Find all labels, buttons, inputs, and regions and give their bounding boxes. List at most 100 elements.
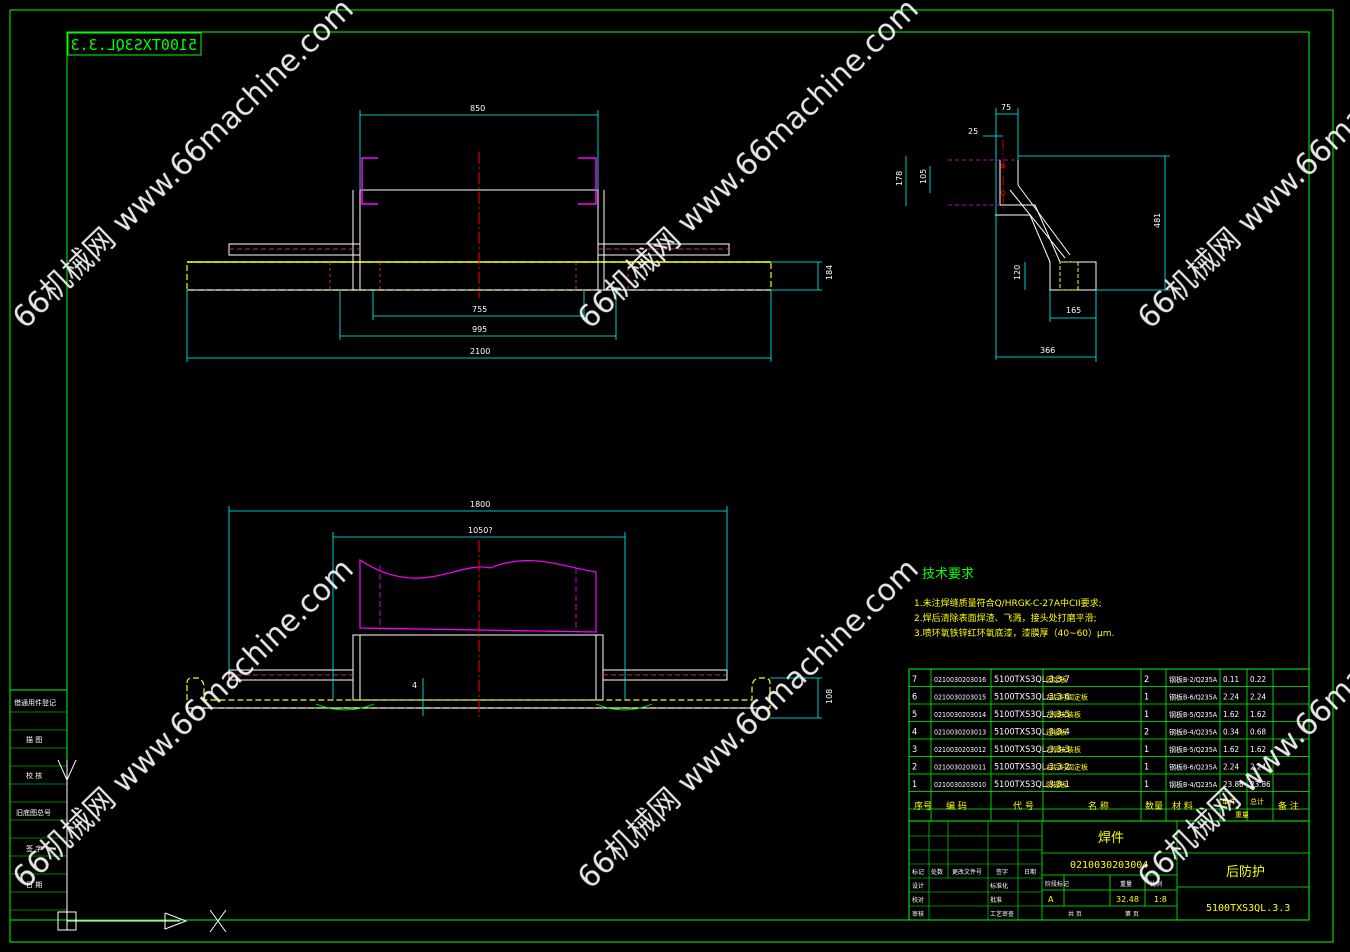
dim-2100: 2100 (470, 347, 490, 356)
bom-h-name: 名 称 (1088, 800, 1109, 812)
inner-border (66, 31, 1310, 921)
tb-scale: 1:8 (1154, 895, 1167, 904)
bom-cell-qty: 1 (1144, 710, 1149, 720)
watermark-2: 66机械网 www.66machine.com (571, 0, 925, 336)
bom-cell-unit: 2.24 (1223, 693, 1239, 702)
bom-cell-unit: 2.24 (1223, 763, 1239, 772)
front-view: 850 755 995 2100 184 (186, 104, 834, 362)
bom-cell-no: 7 (912, 675, 917, 685)
bom-cell-name: 防撞板 (1046, 780, 1067, 789)
bom-cell-material: 钢板B-4/Q235A (1169, 780, 1218, 789)
bom-cell-drawing: 5100TXS3QL.3.3-4 (994, 728, 1070, 738)
watermark-6: 66机械网 www.66machine.com (1131, 552, 1350, 896)
bom-cell-unit: 0.11 (1223, 675, 1239, 684)
watermark-4: 66机械网 www.66machine.com (6, 552, 360, 896)
bom-cell-material: 钢板B-6/Q235A (1169, 693, 1218, 702)
bom-cell-drawing: 5100TXS3QL.3.3-6 (994, 693, 1070, 703)
bom-cell-unit: 1.62 (1223, 710, 1239, 719)
tb-review: 审核 (912, 910, 924, 918)
bom-h-weight: 重量 (1235, 811, 1249, 819)
outer-border (9, 9, 1334, 943)
side-label-1: 借通用件登记 (14, 698, 56, 707)
tech-requirements: 技术要求 1.未注焊缝质量符合Q/HRGK-C-27A中CII要求; 2.焊后清… (914, 567, 1114, 639)
tb-check: 校对 (912, 896, 924, 904)
right-arm (597, 243, 730, 256)
tb-mark: 标记 (912, 868, 924, 876)
bom-cell-total: 2.24 (1250, 763, 1266, 772)
bom-cell-unit: 1.62 (1223, 745, 1239, 754)
bom-cell-qty: 2 (1144, 728, 1149, 738)
dim-105: 105 (919, 169, 928, 184)
dim-755: 755 (472, 305, 487, 314)
tb-stage: A (1048, 895, 1054, 904)
side-label-6: 日 期 (26, 881, 42, 889)
bom-cell-total: 0.22 (1250, 675, 1266, 684)
dim-1050: 1050? (468, 526, 493, 535)
tech-req-line-3: 3.喷环氧铁锌红环氧底漆，漆膜厚（40~60）μm. (914, 627, 1114, 639)
bom-cell-drawing: 5100TXS3QL.3.3-7 (994, 675, 1070, 685)
dim-4: 4 (412, 681, 417, 690)
tb-doc: 更改文件号 (952, 868, 982, 876)
bom-cell-material: 钢板B-4/Q235A (1169, 728, 1218, 737)
left-side-block: 借通用件登记 描 图 校 核 旧底图总号 签 字 日 期 (9, 689, 68, 921)
bom-cell-no: 2 (912, 763, 917, 773)
side-label-2: 描 图 (26, 735, 42, 744)
bom-cell-code: 0210030203013 (934, 729, 986, 737)
bom-cell-no: 3 (912, 745, 917, 755)
bom-cell-unit: 0.34 (1223, 728, 1239, 737)
bom-h-remark: 备 注 (1278, 800, 1299, 812)
side-label-4: 旧底图总号 (16, 808, 51, 817)
plan-sheet-outline (359, 558, 597, 633)
dim-184: 184 (825, 265, 834, 280)
tech-req-line-1: 1.未注焊缝质量符合Q/HRGK-C-27A中CII要求; (914, 597, 1102, 609)
bom-cell-total: 1.62 (1250, 710, 1266, 719)
tb-code: 0210030203004 (1070, 860, 1148, 871)
plan-base (186, 677, 771, 709)
bom-cell-no: 6 (912, 693, 917, 703)
side-label-3: 校 核 (26, 771, 42, 780)
bom-cell-name: 右后灯固定板 (1046, 763, 1088, 772)
bom-cell-qty: 1 (1144, 693, 1149, 703)
tb-drawing-no: 5100TXS3QL.3.3 (1206, 903, 1290, 914)
bom-cell-qty: 1 (1144, 780, 1149, 790)
bom-cell-qty: 1 (1144, 745, 1149, 755)
bom-cell-material: 钢板B-5/Q235A (1169, 710, 1218, 719)
bom-cell-code: 0210030203012 (934, 746, 986, 754)
bom-h-qty: 数量 (1145, 800, 1163, 812)
bom-cell-qty: 1 (1144, 763, 1149, 773)
bom-cell-name: 右侧安装板 (1046, 745, 1081, 754)
tb-sheet-no: 第 页 (1125, 910, 1139, 918)
tb-sheet-total: 共 页 (1068, 910, 1082, 918)
tb-sign: 签字 (996, 868, 1008, 876)
bom-cell-name: 连接板 (1046, 728, 1067, 737)
bom-header: 序号 编 码 代 号 名 称 数量 材 料 单件 总计 重量 备 注 (914, 797, 1299, 819)
dim-1800: 1800 (470, 500, 490, 509)
bom-cell-total: 1.62 (1250, 745, 1266, 754)
watermark-3: 66机械网 www.66machine.com (1131, 0, 1350, 336)
bom-cell-drawing: 5100TXS3QL.3.3-1 (994, 780, 1070, 790)
bom-cell-name: 固定板 (1046, 675, 1067, 684)
bom-cell-material: 钢板B-6/Q235A (1169, 763, 1218, 772)
left-bracket (361, 157, 378, 205)
bom-cell-unit: 23.86 (1223, 780, 1244, 789)
tb-process: 工艺审查 (990, 910, 1014, 918)
dim-25: 25 (968, 127, 978, 136)
tb-count: 处数 (931, 868, 943, 876)
dim-165: 165 (1066, 306, 1081, 315)
plan-view: 1800 1050? 108 4 (186, 500, 834, 719)
tb-design: 设计 (912, 882, 924, 890)
dim-366: 366 (1040, 346, 1055, 355)
dim-120: 120 (1013, 265, 1022, 280)
tb-part-name: 后防护 (1226, 864, 1265, 880)
bom-cell-name: 左后灯固定板 (1046, 693, 1088, 702)
bom-cell-code: 0210030203014 (934, 711, 986, 719)
bom-cell-drawing: 5100TXS3QL.3.3-3 (994, 745, 1070, 755)
side-profile (995, 160, 1097, 291)
bom-h-no: 序号 (914, 800, 932, 812)
mirrored-code-box: 5100TXS3QL.3.3 (67, 32, 202, 56)
dim-850: 850 (470, 104, 485, 113)
dim-481: 481 (1153, 213, 1162, 228)
bom-cell-no: 4 (912, 728, 917, 738)
bom-cell-total: 0.68 (1250, 728, 1266, 737)
watermark-5: 66机械网 www.66machine.com (571, 552, 925, 896)
